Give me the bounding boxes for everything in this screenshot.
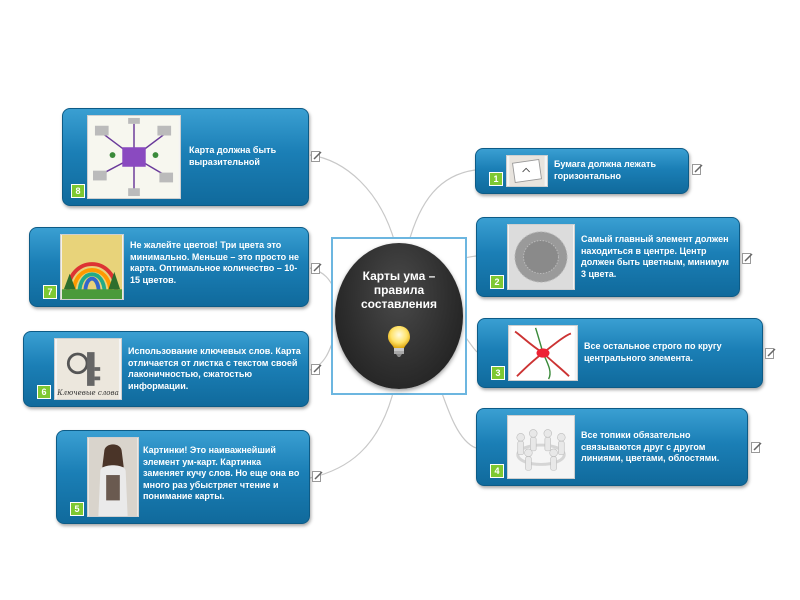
topic-1-number: 1 [489, 172, 503, 186]
lightbulb-icon [388, 326, 410, 357]
topic-2-image [507, 224, 575, 290]
topic-3-around-center[interactable]: 3 Все остальное строго по кругу централь… [477, 318, 763, 388]
topic-4-image [507, 415, 575, 479]
topic-5-image [87, 437, 139, 517]
topic-6-text: Использование ключевых слов. Карта отлич… [128, 346, 301, 391]
topic-6-image-caption: Ключевые слова [57, 389, 119, 397]
note-edit-icon[interactable] [742, 252, 753, 264]
note-edit-icon[interactable] [692, 163, 703, 175]
topic-7-colors[interactable]: 7 Не жалейте цветов! Три цвета это миним… [29, 227, 309, 307]
topic-5-pictures[interactable]: 5 Картинки! Это наиважнейший элемент ум-… [56, 430, 310, 524]
topic-2-number: 2 [490, 275, 504, 289]
topic-7-image [60, 234, 124, 300]
topic-4-text: Все топики обязательно связываются друг … [581, 430, 720, 463]
note-edit-icon[interactable] [751, 441, 762, 453]
topic-6-number: 6 [37, 385, 51, 399]
note-edit-icon[interactable] [311, 363, 322, 375]
topic-2-text: Самый главный элемент должен находиться … [581, 234, 729, 279]
topic-3-number: 3 [491, 366, 505, 380]
topic-2-center-element[interactable]: 2 Самый главный элемент должен находитьс… [476, 217, 740, 297]
topic-5-text: Картинки! Это наиважнейший элемент ум-ка… [143, 445, 300, 501]
topic-8-number: 8 [71, 184, 85, 198]
central-topic[interactable]: Карты ума – правила составления [335, 243, 463, 389]
topic-6-keywords[interactable]: Ключевые слова 6 Использование ключевых … [23, 331, 309, 407]
note-edit-icon[interactable] [311, 150, 322, 162]
topic-6-image: Ключевые слова [54, 338, 122, 400]
topic-8-text: Карта должна быть выразительной [189, 145, 277, 167]
topic-8-expressive[interactable]: 8 Карта должна быть выразительной [62, 108, 309, 206]
topic-1-text: Бумага должна лежать горизонтально [554, 159, 656, 181]
topic-4-number: 4 [490, 464, 504, 478]
topic-4-connections[interactable]: 4 Все топики обязательно связываются дру… [476, 408, 748, 486]
note-edit-icon[interactable] [311, 262, 322, 274]
topic-5-number: 5 [70, 502, 84, 516]
topic-7-number: 7 [43, 285, 57, 299]
note-edit-icon[interactable] [765, 347, 776, 359]
topic-8-image [87, 115, 181, 199]
topic-3-image [508, 325, 578, 381]
note-edit-icon[interactable] [312, 470, 323, 482]
topic-3-text: Все остальное строго по кругу центрально… [584, 341, 722, 363]
central-topic-title: Карты ума – правила составления [360, 269, 438, 311]
topic-1-image [506, 155, 548, 187]
topic-1-paper-horizontal[interactable]: 1 Бумага должна лежать горизонтально [475, 148, 689, 194]
topic-7-text: Не жалейте цветов! Три цвета это минимал… [130, 240, 300, 285]
